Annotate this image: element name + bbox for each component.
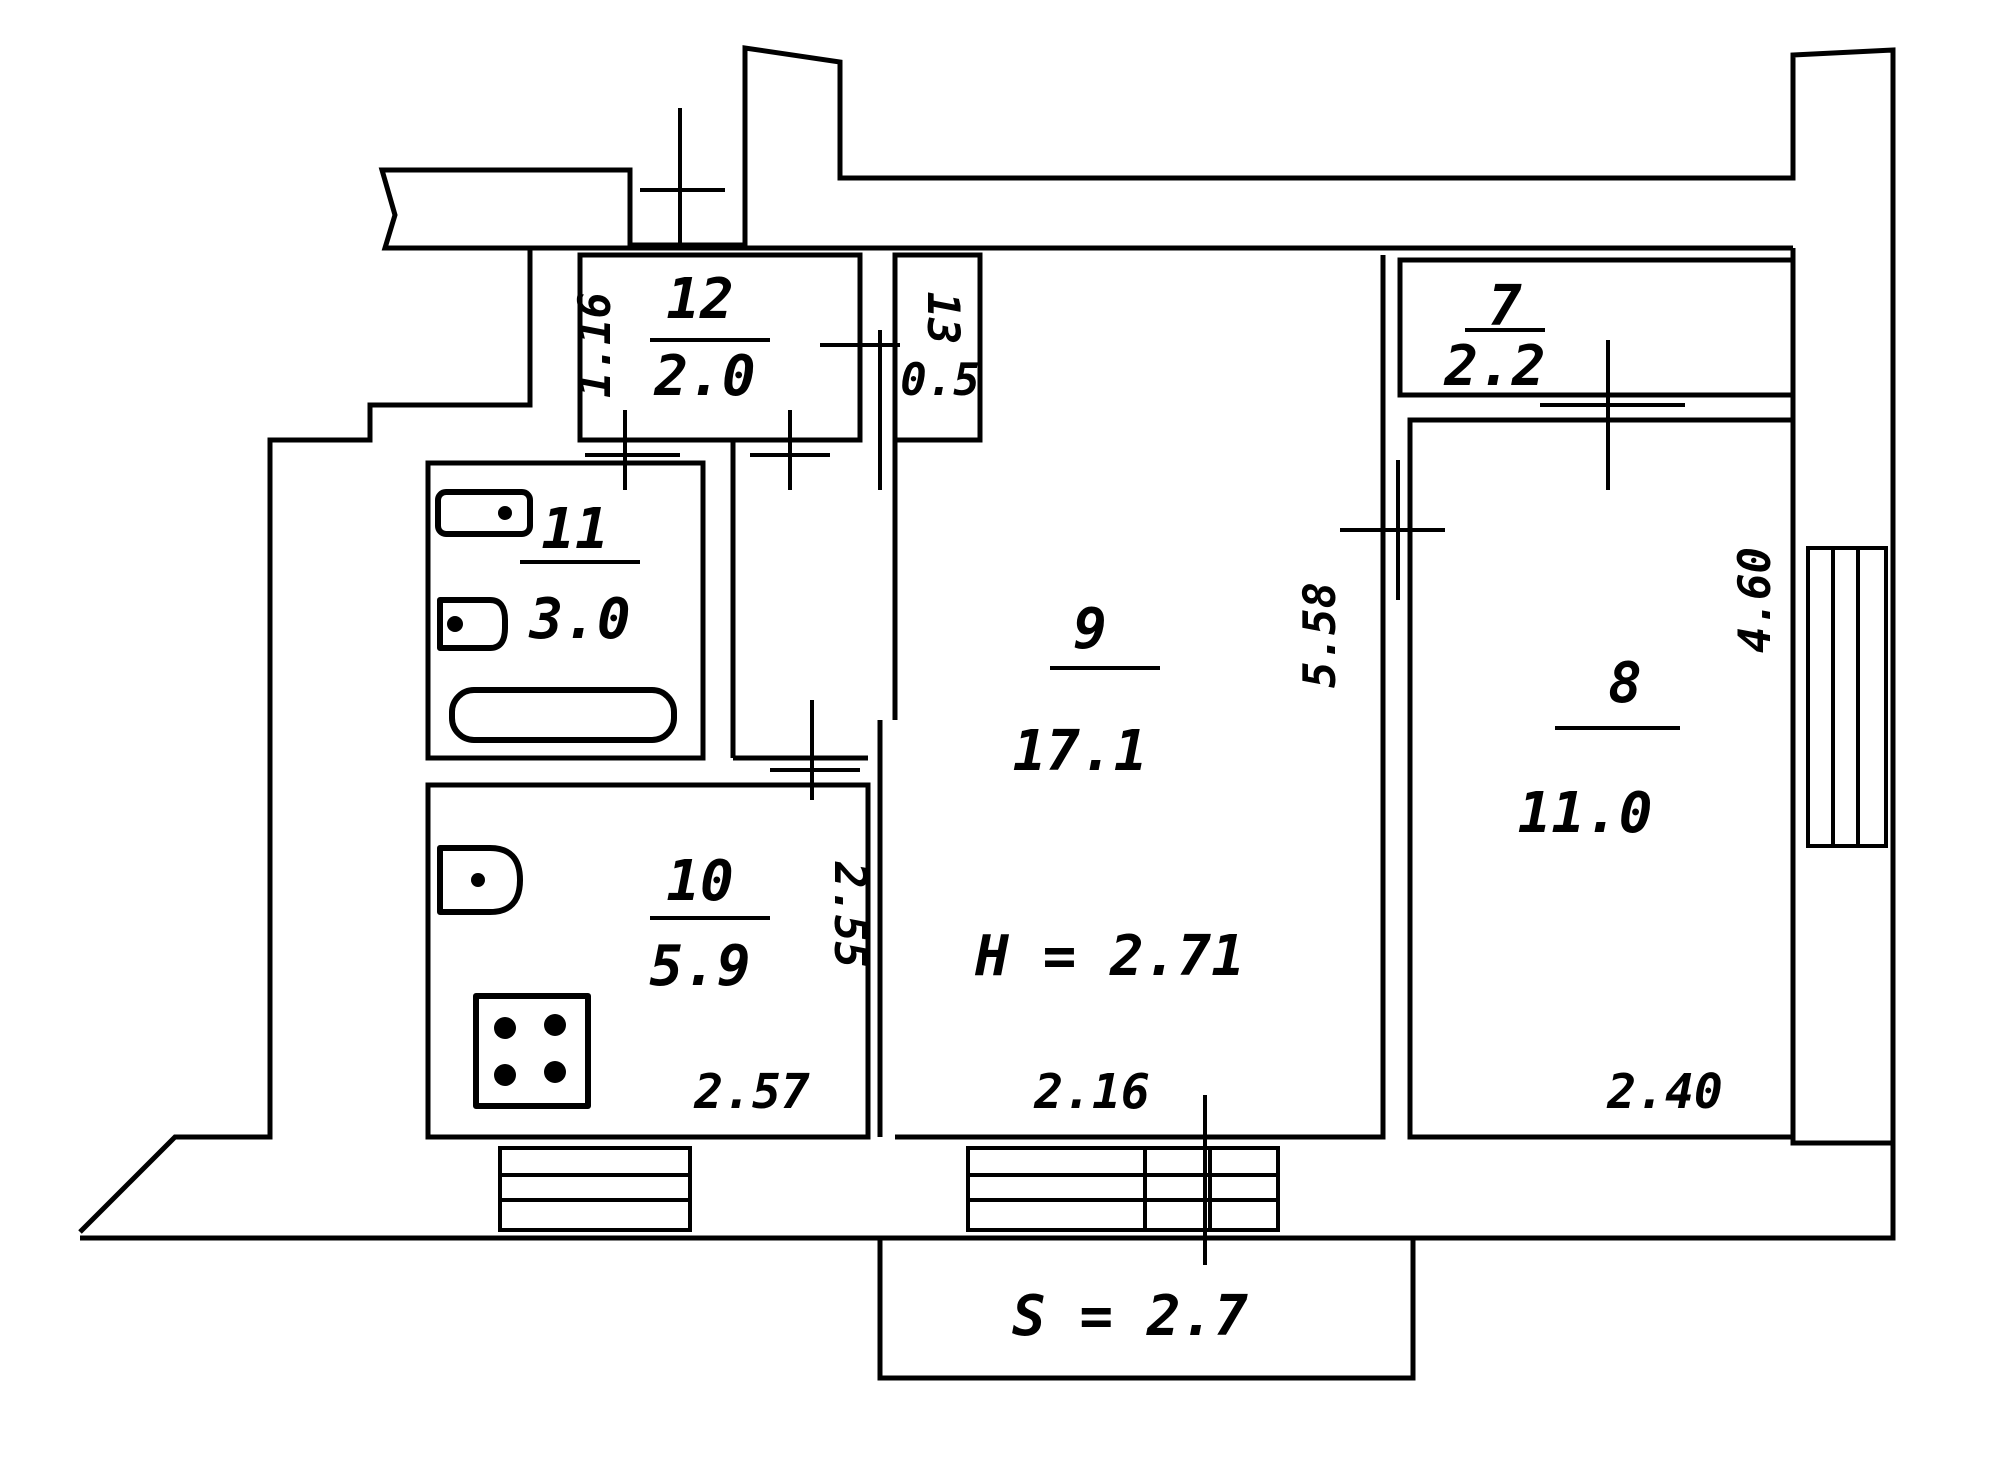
room-13-outline xyxy=(892,252,983,443)
room-12-outline xyxy=(577,252,863,443)
room-11-number: 11 xyxy=(541,497,608,562)
room-11-area: 3.0 xyxy=(528,587,630,652)
room-12-area: 2.0 xyxy=(653,344,755,409)
living-window xyxy=(966,1146,1280,1232)
room-10-number: 10 xyxy=(666,849,733,914)
balcony-outline xyxy=(877,1235,1416,1381)
room-8-outline xyxy=(1407,417,1796,1140)
outer-walls xyxy=(78,45,1896,1241)
hall-width-label: 1.16 xyxy=(570,292,621,398)
room-12-number: 12 xyxy=(666,267,733,332)
balcony-area-label: S = 2.7 xyxy=(1012,1284,1248,1349)
room-10-area: 5.9 xyxy=(649,934,750,999)
kitchen-window xyxy=(498,1146,692,1232)
room-10-outline xyxy=(425,782,871,1140)
room-8-area: 11.0 xyxy=(1518,781,1653,846)
living-width-label: 2.16 xyxy=(1033,1064,1150,1120)
toilet-icon xyxy=(437,597,508,651)
room-labels: 12 2.0 13 0.5 11 3.0 10 5.9 9 17.1 8 11.… xyxy=(520,267,1680,999)
windows xyxy=(498,546,1888,1232)
room-13-number: 13 xyxy=(917,292,968,345)
kitchen-width-label: 2.57 xyxy=(693,1064,810,1120)
kitchen-length-label: 2.55 xyxy=(824,861,875,968)
room-9-outline xyxy=(730,255,1386,1140)
door-marks xyxy=(585,108,1685,1265)
dimension-labels: 2.57 2.16 2.40 4.60 5.58 2.55 1.16 xyxy=(570,292,1781,1120)
room-9-area: 17.1 xyxy=(1013,719,1148,784)
room-8-number: 8 xyxy=(1608,651,1642,716)
bedroom-width-label: 2.40 xyxy=(1606,1064,1723,1120)
stove-icon xyxy=(473,993,591,1109)
bedroom-length-label: 4.60 xyxy=(1730,547,1781,653)
living-length-label: 5.58 xyxy=(1295,582,1346,688)
room-outlines xyxy=(425,252,1796,1381)
bathtub-icon xyxy=(449,687,677,743)
room-7-area: 2.2 xyxy=(1443,334,1545,399)
room-9-number: 9 xyxy=(1073,597,1107,662)
ceiling-height-label: H = 2.71 xyxy=(974,924,1245,989)
washbasin-icon xyxy=(435,489,533,537)
kitchen-sink-icon xyxy=(437,845,523,915)
room-7-outline xyxy=(1397,257,1796,398)
fixtures xyxy=(435,489,677,1109)
room-11-outline xyxy=(425,460,706,761)
room-13-area: 0.5 xyxy=(900,355,979,406)
bedroom-window xyxy=(1806,546,1888,848)
